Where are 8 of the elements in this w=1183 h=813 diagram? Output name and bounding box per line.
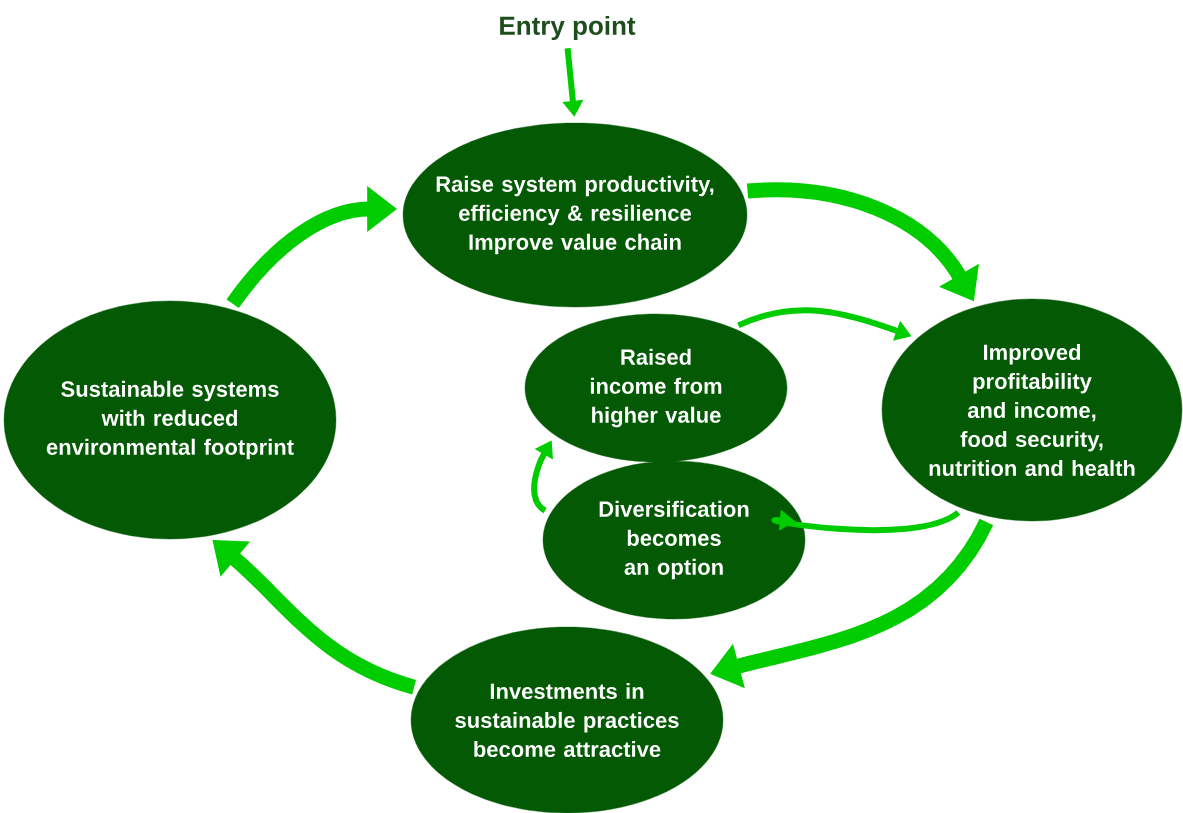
ellipse-node: Raised income from higher value (524, 313, 788, 463)
ellipse-node: Diversification becomes an option (542, 460, 806, 620)
ellipse-node: Sustainable systems with reduced environmental footprint (3, 300, 337, 540)
ellipse-node: Improved profitability and income, food security, nutrition and health (881, 298, 1183, 522)
ellipse-node: Investments in sustainable practices become attractive (410, 626, 724, 813)
ellipse-node: Raise system productivity, efficiency & resilience Improve value chain (402, 122, 748, 308)
arrow (773, 509, 960, 534)
entry-label: Entry point (500, 15, 636, 41)
